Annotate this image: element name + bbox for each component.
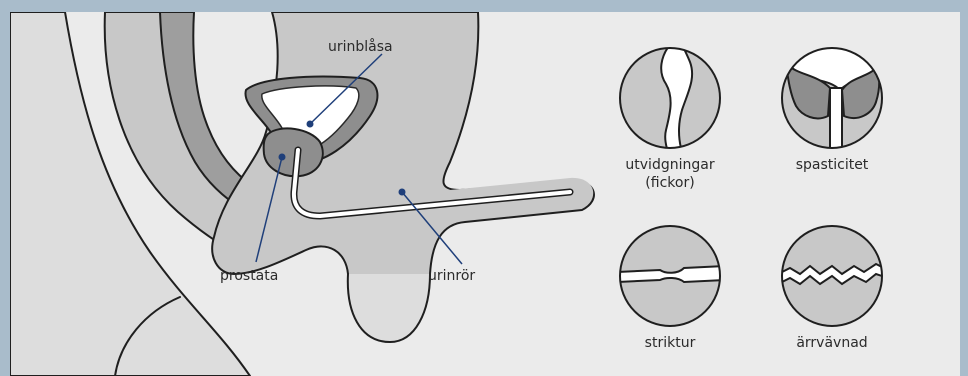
detail-scar xyxy=(778,226,888,326)
detail-stricture xyxy=(616,226,726,326)
anatomy-diagram xyxy=(10,12,960,376)
urethra-dot xyxy=(399,189,406,196)
detail-spasticity-urethra xyxy=(830,88,842,152)
label-spasticity: spasticitet xyxy=(796,156,869,174)
scrotum xyxy=(348,274,430,342)
pelvis-cross-section xyxy=(10,12,594,376)
label-scar: ärrvävnad xyxy=(796,334,867,352)
label-bladder: urinblåsa xyxy=(328,38,393,56)
label-urethra: urinrör xyxy=(428,267,475,285)
detail-spasticity xyxy=(782,48,882,152)
label-dilations: utvidgningar (fickor) xyxy=(625,156,714,192)
label-prostate: prostata xyxy=(220,267,278,285)
prostate-dot xyxy=(279,154,286,161)
detail-dilations xyxy=(620,42,720,152)
bladder-dot xyxy=(307,121,314,128)
diagram-panel: urinblåsa prostata urinrör utvidgningar … xyxy=(10,12,960,376)
label-stricture: striktur xyxy=(645,334,696,352)
